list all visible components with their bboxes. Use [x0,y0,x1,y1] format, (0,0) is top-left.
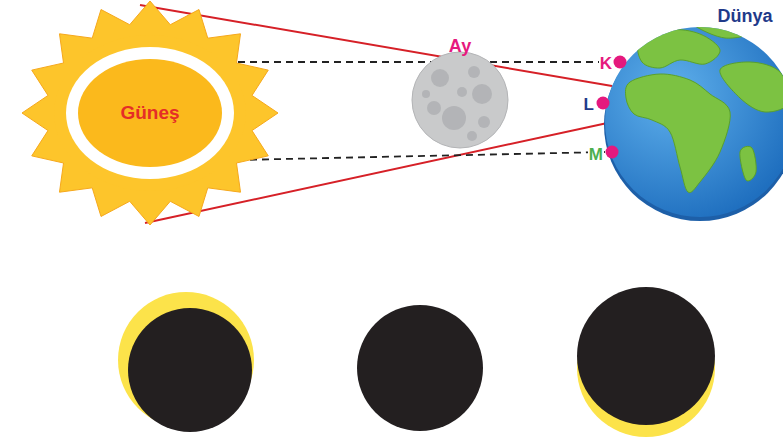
moon-disk [128,308,252,432]
crater [427,101,441,115]
earth-node: Dünya [600,2,783,222]
point-label: M [588,145,604,164]
moon-body [412,52,508,148]
crater [457,87,467,97]
earth-continents [625,11,783,192]
crater [431,69,449,87]
crater [442,106,466,130]
sun-ring [66,47,234,179]
moon-disk [577,287,715,425]
crater [467,131,477,141]
point-label: K [599,54,613,73]
point-dot [606,146,619,159]
point-dot [597,97,610,110]
sun-node: Güneş [20,0,282,226]
sun-body [54,35,246,191]
moon-node: Ay [410,34,510,150]
crater [468,66,480,78]
dashed-line [238,61,612,63]
sun-core [78,59,222,167]
node-label: Ay [449,36,471,57]
node-label: Dünya [717,6,772,27]
point-label: L [583,95,595,114]
point-dot [614,56,627,69]
earth-shape [600,2,783,222]
crater [422,90,430,98]
eclipse-partial-bottom [577,287,715,437]
moon-disk [357,305,483,431]
eclipse-total [357,305,483,431]
dashed-line [238,152,606,160]
crater [478,116,490,128]
sun-rays [22,1,278,225]
crater [472,84,492,104]
earth-ocean [605,27,783,217]
node-label: Güneş [120,102,179,124]
eclipse-partial-top [118,292,254,432]
